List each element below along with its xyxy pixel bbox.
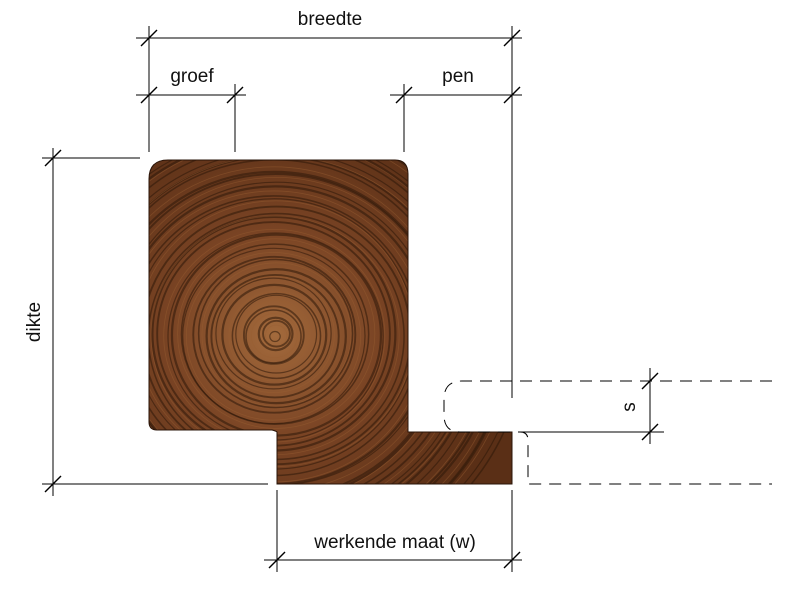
working-size-dimension: werkende maat (w): [264, 490, 522, 572]
wood-ring: [257, 316, 294, 352]
wood-ring: [192, 255, 357, 414]
groove-dimension: groef: [136, 66, 246, 152]
wood-ring: [262, 319, 291, 348]
wood-ring: [231, 292, 322, 380]
wood-ring: [235, 294, 318, 374]
width-dimension: breedte: [136, 9, 522, 398]
tongue-label: pen: [442, 66, 474, 87]
wood-ring: [180, 243, 370, 425]
wood-ring: [269, 330, 281, 343]
working-size-label: werkende maat (w): [313, 532, 476, 553]
tongue-dimension: pen: [390, 66, 522, 152]
wood-ring: [210, 274, 340, 399]
adjacent-plank-outline: [443, 380, 772, 485]
thickness-label: dikte: [24, 302, 45, 342]
wood-ring: [197, 258, 354, 409]
wood-ring: [215, 277, 332, 390]
wood-ring: [251, 313, 298, 359]
thickness-dimension: dikte: [24, 148, 268, 496]
wood-ring: [201, 262, 352, 407]
wood-ring: [221, 283, 328, 386]
wood-ring: [205, 268, 347, 405]
wood-ring: [185, 252, 362, 421]
gap-dimension: s: [518, 368, 664, 444]
wood-ring: [240, 300, 310, 367]
gap-label: s: [619, 402, 640, 412]
width-label: breedte: [298, 9, 362, 30]
groove-label: groef: [170, 66, 214, 87]
wood-ring: [242, 305, 305, 365]
plank-outline: [148, 159, 513, 485]
wood-ring: [212, 275, 335, 394]
wood-ring: [177, 238, 376, 429]
wood-ring: [228, 291, 323, 382]
plank-cross-section: [148, 159, 513, 485]
